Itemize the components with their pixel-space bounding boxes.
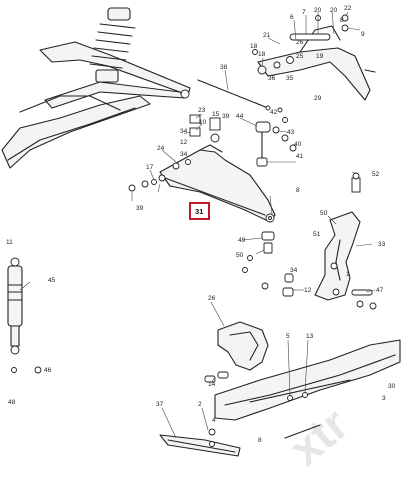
upper-shock bbox=[89, 7, 136, 83]
callout-20b: 20 bbox=[330, 7, 338, 14]
callout-13: 13 bbox=[306, 333, 314, 340]
callout-20: 20 bbox=[314, 7, 322, 14]
callout-14: 14 bbox=[208, 381, 216, 388]
callout-36: 36 bbox=[268, 75, 276, 82]
callout-11: 11 bbox=[6, 239, 13, 246]
upper-suspension-assembly bbox=[1, 7, 191, 169]
callout-26b: 26 bbox=[208, 295, 216, 302]
callout-5: 5 bbox=[286, 333, 290, 340]
lower-arm-hardware bbox=[128, 114, 221, 192]
kingpin-bolt bbox=[351, 172, 361, 193]
callout-30: 30 bbox=[388, 383, 396, 390]
callout-23: 23 bbox=[198, 107, 206, 114]
callout-39: 39 bbox=[222, 113, 230, 120]
callout-34b: 34 bbox=[180, 151, 188, 158]
carbide-runner bbox=[159, 424, 321, 457]
callout-labels: 6 7 20 22 21 8 9 20 18 38 35 36 25 26 19… bbox=[6, 5, 396, 444]
callout-40: 40 bbox=[294, 141, 302, 148]
callout-49: 49 bbox=[238, 237, 246, 244]
callout-10: 10 bbox=[199, 119, 207, 126]
callout-24: 24 bbox=[157, 145, 165, 152]
callout-47: 47 bbox=[376, 287, 384, 294]
callout-35: 35 bbox=[286, 75, 294, 82]
callout-37: 37 bbox=[156, 401, 164, 408]
callout-19: 19 bbox=[316, 53, 324, 60]
callout-6: 6 bbox=[290, 14, 294, 21]
callout-38: 38 bbox=[220, 64, 228, 71]
callout-7: 7 bbox=[302, 9, 306, 16]
callout-50: 50 bbox=[320, 210, 328, 217]
callout-1: 1 bbox=[346, 271, 350, 278]
callout-12: 12 bbox=[180, 139, 188, 146]
callout-34c: 34 bbox=[290, 267, 298, 274]
callout-43: 43 bbox=[287, 129, 295, 136]
callout-48: 48 bbox=[8, 399, 16, 406]
callout-44: 44 bbox=[236, 113, 244, 120]
upper-a-arm bbox=[252, 14, 376, 101]
callout-33: 33 bbox=[378, 241, 386, 248]
spindle bbox=[314, 211, 361, 301]
spindle-hardware bbox=[261, 273, 377, 310]
callout-34: 34 bbox=[180, 128, 188, 135]
leader-lines bbox=[19, 11, 376, 439]
callout-9: 9 bbox=[361, 31, 365, 38]
callout-52: 52 bbox=[372, 171, 380, 178]
callout-51: 51 bbox=[313, 231, 321, 238]
callout-8b: 8 bbox=[296, 187, 300, 194]
callout-18: 18 bbox=[258, 51, 266, 58]
callout-50b: 50 bbox=[236, 252, 244, 259]
callout-26: 26 bbox=[296, 39, 304, 46]
callout-3: 3 bbox=[382, 395, 386, 402]
callout-8: 8 bbox=[340, 17, 344, 24]
callout-22: 22 bbox=[344, 5, 352, 12]
callout-46: 46 bbox=[44, 367, 52, 374]
callout-25: 25 bbox=[296, 53, 304, 60]
callout-45: 45 bbox=[48, 277, 56, 284]
callout-8c: 8 bbox=[258, 437, 262, 444]
callout-2: 2 bbox=[198, 401, 202, 408]
spindle-bushings bbox=[242, 231, 275, 273]
highlighted-callout-box[interactable]: 31 bbox=[189, 202, 210, 220]
callout-15: 15 bbox=[212, 111, 220, 118]
callout-12b: 12 bbox=[304, 287, 312, 294]
callout-18b: 18 bbox=[250, 43, 258, 50]
callout-17: 17 bbox=[146, 164, 154, 171]
callout-39b: 39 bbox=[136, 205, 144, 212]
callout-29: 29 bbox=[314, 95, 322, 102]
tie-rod bbox=[197, 79, 269, 109]
ball-joint-link bbox=[255, 107, 297, 167]
ski-assembly bbox=[204, 321, 401, 421]
callout-4: 4 bbox=[212, 417, 216, 424]
lower-a-arm bbox=[159, 144, 276, 223]
callout-21: 21 bbox=[263, 32, 271, 39]
highlighted-callout-label: 31 bbox=[195, 207, 203, 216]
watermark: xtr bbox=[279, 398, 358, 476]
shock-absorber bbox=[7, 257, 42, 374]
callout-41: 41 bbox=[296, 153, 304, 160]
callout-42: 42 bbox=[270, 109, 278, 116]
